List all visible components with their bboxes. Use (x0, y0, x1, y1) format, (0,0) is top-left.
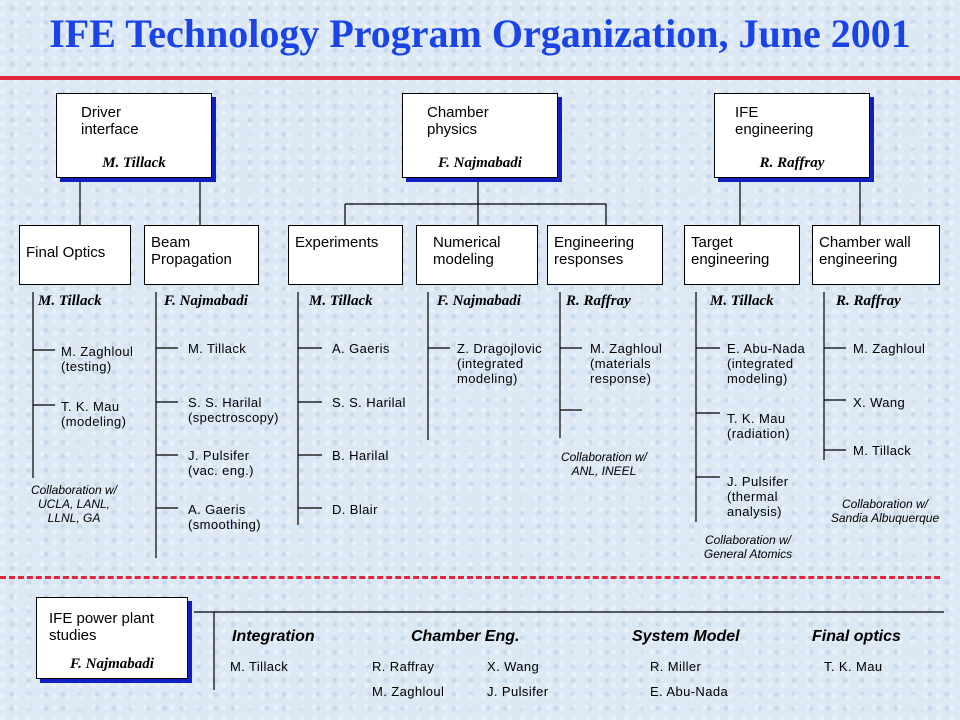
member-item: M. Tillack (853, 443, 912, 458)
member-item: J. Pulsifer (thermal analysis) (727, 474, 789, 519)
lead-experiments: M. Tillack (309, 293, 373, 309)
member-item: R. Miller (650, 659, 702, 674)
member-item: E. Abu-Nada (integrated modeling) (727, 341, 806, 386)
lead-beam-propagation: F. Najmabadi (164, 293, 248, 309)
power-plant-studies-box: IFE power plant studies F. Najmabadi (36, 597, 188, 679)
task-numerical-modeling: Numerical modeling (416, 225, 538, 285)
lead-chamber-wall-engineering: R. Raffray (836, 293, 901, 309)
page-title: IFE Technology Program Organization, Jun… (49, 11, 911, 56)
member-item: J. Pulsifer (487, 684, 549, 699)
ife-engineering-lead: R. Raffray (759, 155, 825, 171)
task-target-engineering: Target engineering (684, 225, 800, 285)
collab-chamber-wall: Collaboration w/ Sandia Albuquerque (830, 497, 940, 525)
lead-final-optics: M. Tillack (38, 293, 102, 309)
lead-engineering-responses: R. Raffray (566, 293, 631, 309)
member-item: M. Tillack (230, 659, 289, 674)
member-item: D. Blair (332, 502, 378, 517)
task-final-optics: Final Optics (19, 225, 131, 285)
member-item: M. Zaghloul (materials response) (590, 341, 663, 386)
collab-target-engineering: Collaboration w/ General Atomics (703, 533, 793, 561)
chamber-physics-lead: F. Najmabadi (438, 155, 522, 171)
section-divider (0, 576, 940, 579)
member-item: Z. Dragojlovic (integrated modeling) (457, 341, 543, 386)
title-divider (0, 76, 960, 80)
member-item: X. Wang (853, 395, 906, 410)
member-item: M. Zaghloul (372, 684, 445, 699)
power-plant-studies-label: IFE power plant studies (49, 610, 155, 644)
member-item: S. S. Harilal (332, 395, 406, 410)
member-item: R. Raffray (372, 659, 435, 674)
member-item: J. Pulsifer (vac. eng.) (188, 448, 254, 478)
task-engineering-responses: Engineering responses (547, 225, 663, 285)
task-experiments: Experiments (288, 225, 403, 285)
member-item: M. Tillack (188, 341, 247, 356)
collab-final-optics: Collaboration w/ UCLA, LANL, LLNL, GA (30, 483, 118, 525)
ife-engineering-box: IFE engineering R. Raffray (714, 93, 870, 178)
ife-engineering-label: IFE engineering (735, 104, 814, 138)
driver-interface-label: Driver interface (81, 104, 139, 138)
task-beam-propagation: Beam Propagation (144, 225, 259, 285)
header-integration: Integration (232, 628, 315, 645)
driver-interface-lead: M. Tillack (102, 155, 166, 171)
member-item: T. K. Mau (modeling) (61, 399, 127, 429)
member-item: M. Zaghloul (853, 341, 926, 356)
header-chamber-eng: Chamber Eng. (411, 628, 520, 645)
member-item: A. Gaeris (smoothing) (188, 502, 262, 532)
member-item: A. Gaeris (332, 341, 390, 356)
member-item: T. K. Mau (824, 659, 883, 674)
member-item: M. Zaghloul (testing) (61, 344, 134, 374)
chamber-physics-label: Chamber physics (427, 104, 489, 138)
header-system-model: System Model (632, 628, 740, 645)
lead-target-engineering: M. Tillack (710, 293, 774, 309)
member-item: S. S. Harilal (spectroscopy) (188, 395, 279, 425)
task-chamber-wall-engineering: Chamber wall engineering (812, 225, 940, 285)
lead-numerical-modeling: F. Najmabadi (437, 293, 521, 309)
driver-interface-box: Driver interface M. Tillack (56, 93, 212, 178)
member-item: B. Harilal (332, 448, 389, 463)
member-item: T. K. Mau (radiation) (727, 411, 790, 441)
chamber-physics-box: Chamber physics F. Najmabadi (402, 93, 558, 178)
header-final-optics: Final optics (812, 628, 901, 645)
member-item: E. Abu-Nada (650, 684, 729, 699)
collab-engineering-responses: Collaboration w/ ANL, INEEL (560, 450, 648, 478)
power-plant-studies-lead: F. Najmabadi (70, 656, 154, 672)
member-item: X. Wang (487, 659, 540, 674)
